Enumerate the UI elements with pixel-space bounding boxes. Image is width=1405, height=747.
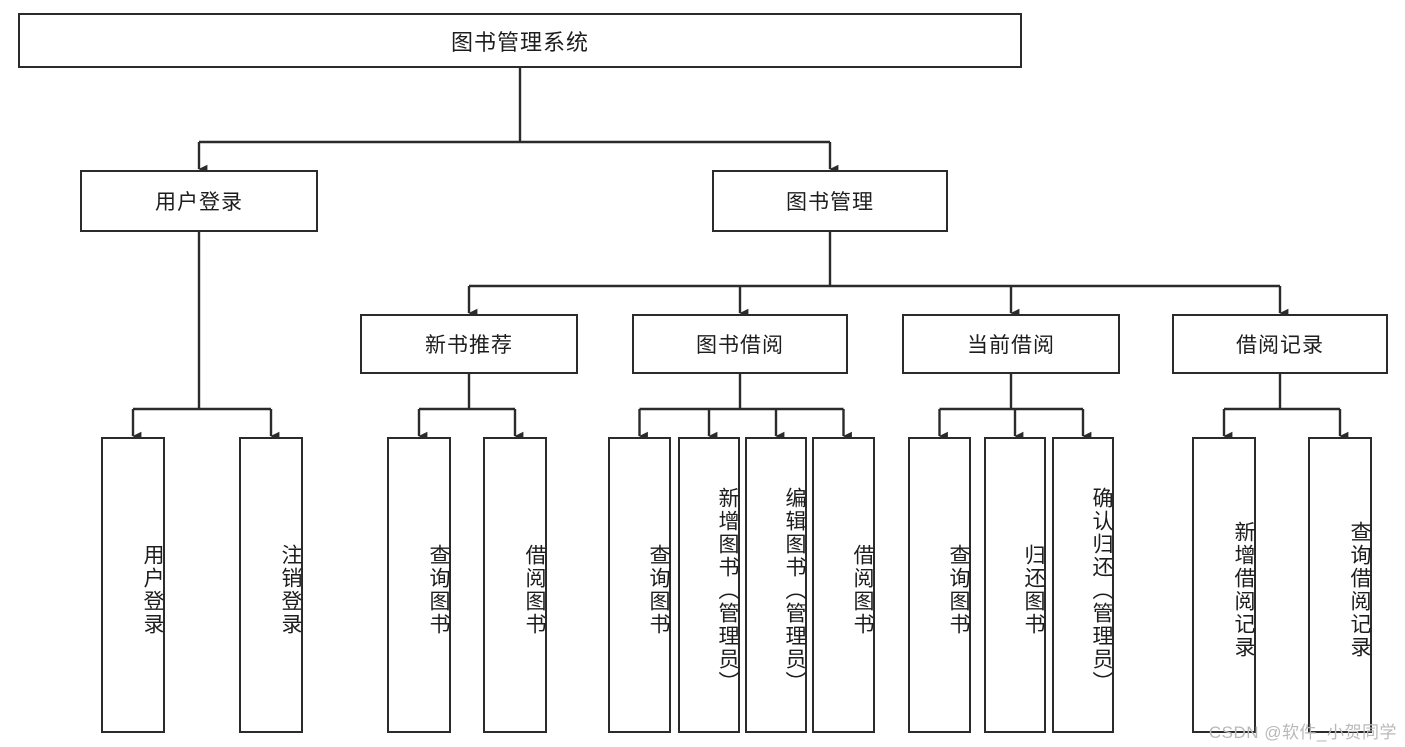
node-label: 借阅记录 (1236, 334, 1324, 357)
node-n_borrow[interactable]: 借阅图书 (483, 437, 547, 733)
node-label: 查询图书 (427, 544, 450, 636)
node-borrow[interactable]: 图书借阅 (632, 314, 848, 374)
node-label: 查询图书 (647, 544, 670, 636)
node-newbooks[interactable]: 新书推荐 (360, 314, 578, 374)
node-label: 图书借阅 (696, 334, 784, 357)
node-label: 新书推荐 (425, 334, 513, 357)
node-c_query[interactable]: 查询图书 (908, 437, 971, 733)
node-l_logout[interactable]: 注销登录 (239, 437, 303, 733)
node-b_add[interactable]: 新增图书（管理员） (678, 437, 740, 733)
node-label: 借阅图书 (851, 544, 874, 636)
node-b_borrow[interactable]: 借阅图书 (812, 437, 875, 733)
node-bookmgmt[interactable]: 图书管理 (712, 170, 948, 232)
node-r_query[interactable]: 查询借阅记录 (1308, 437, 1372, 733)
node-b_edit[interactable]: 编辑图书（管理员） (745, 437, 807, 733)
node-n_query[interactable]: 查询图书 (387, 437, 451, 733)
node-login[interactable]: 用户登录 (80, 170, 318, 232)
node-label: 注销登录 (279, 544, 302, 636)
node-label: 归还图书 (1022, 544, 1045, 636)
node-label: 用户登录 (155, 191, 243, 214)
node-label: 新增图书（管理员） (716, 486, 739, 694)
node-label: 图书管理系统 (450, 29, 589, 55)
watermark-text: CSDN @软件_小贺同学 (1208, 723, 1397, 742)
node-c_confirm[interactable]: 确认归还（管理员） (1052, 437, 1114, 733)
node-label: 当前借阅 (967, 334, 1055, 357)
node-label: 编辑图书（管理员） (783, 486, 806, 694)
node-current[interactable]: 当前借阅 (902, 314, 1120, 374)
node-label: 新增借阅记录 (1232, 521, 1255, 659)
node-label: 图书管理 (786, 191, 874, 214)
node-c_return[interactable]: 归还图书 (984, 437, 1046, 733)
node-label: 查询借阅记录 (1348, 521, 1371, 659)
node-r_add[interactable]: 新增借阅记录 (1192, 437, 1256, 733)
node-l_login[interactable]: 用户登录 (101, 437, 165, 733)
node-label: 用户登录 (141, 544, 164, 636)
node-records[interactable]: 借阅记录 (1172, 314, 1388, 374)
node-label: 查询图书 (947, 544, 970, 636)
node-b_query[interactable]: 查询图书 (608, 437, 671, 733)
node-root[interactable]: 图书管理系统 (18, 13, 1022, 68)
node-label: 确认归还（管理员） (1090, 486, 1113, 694)
node-label: 借阅图书 (523, 544, 546, 636)
